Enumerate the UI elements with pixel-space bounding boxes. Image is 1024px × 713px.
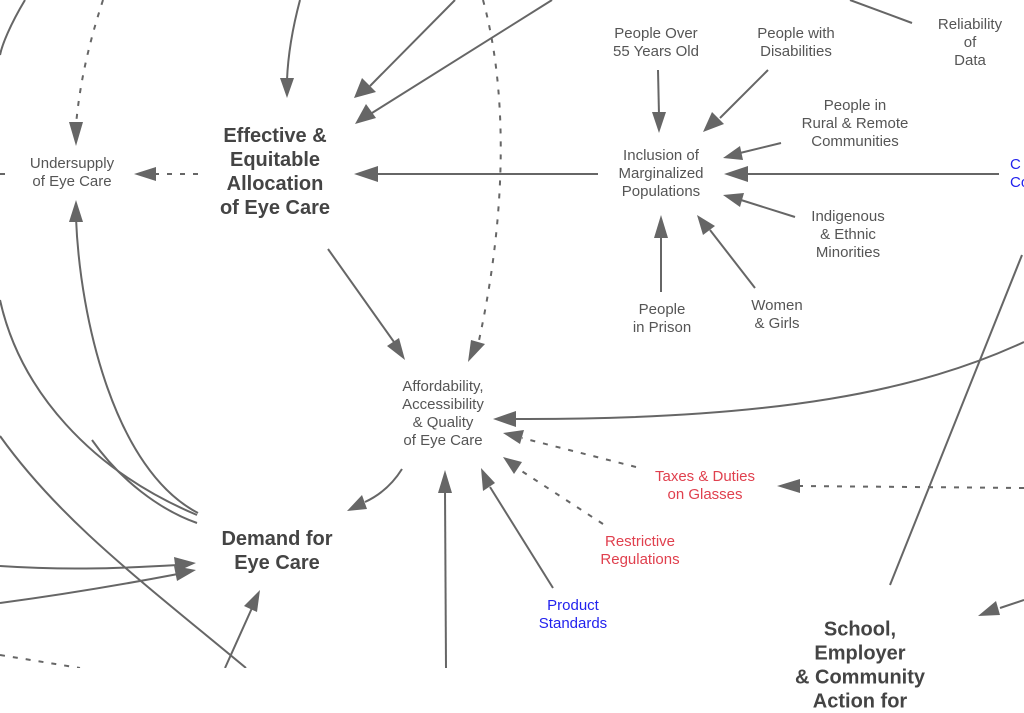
node-offscreen-blue: C Co xyxy=(1010,156,1024,191)
arrowhead xyxy=(652,112,666,133)
edge-regulations-to-affordability xyxy=(519,469,604,525)
node-people-prison: People in Prison xyxy=(632,301,692,336)
node-rural-remote: People in Rural & Remote Communities xyxy=(801,97,909,150)
arrowhead xyxy=(280,78,294,98)
arrowhead xyxy=(347,495,367,511)
arrowhead xyxy=(703,112,724,132)
arrowhead xyxy=(723,193,744,207)
edge-demand-to-undersupply xyxy=(75,217,199,514)
edge-left-curve-2 xyxy=(0,435,247,668)
edge-affordability-to-demand xyxy=(364,468,403,503)
edge-top-to-effective xyxy=(286,0,301,81)
edge-left-curve-3 xyxy=(91,439,198,524)
edge-top-to-effective-3 xyxy=(371,0,553,114)
edge-bottom-to-demand xyxy=(224,607,253,668)
edge-topleft-curve xyxy=(0,0,26,56)
arrowhead xyxy=(354,166,378,182)
diagram-canvas xyxy=(0,0,1024,668)
edge-reliability-top xyxy=(849,0,913,24)
edge-standards-to-affordability xyxy=(489,486,554,589)
node-restrictive-regulations: Restrictive Regulations xyxy=(600,533,680,568)
edge-taxes-to-affordability xyxy=(521,437,637,468)
arrowhead xyxy=(777,479,800,493)
arrowhead xyxy=(503,430,524,444)
edge-bottomleft-dashed xyxy=(0,654,81,668)
edge-top-dashed-to-undersupply xyxy=(75,0,104,126)
arrowhead xyxy=(978,601,1000,616)
node-taxes-duties: Taxes & Duties on Glasses xyxy=(654,468,756,503)
arrowhead xyxy=(354,78,376,98)
node-reliability-data: Reliability of Data xyxy=(937,16,1003,69)
node-people-disabilities: People with Disabilities xyxy=(757,25,835,60)
arrowhead xyxy=(69,122,83,146)
edge-right-to-school xyxy=(999,599,1024,609)
edge-top-to-effective-2 xyxy=(369,0,456,87)
edge-disabilities-to-inclusion xyxy=(719,69,769,119)
edge-right-curve-to-affordability xyxy=(514,341,1024,421)
node-indigenous: Indigenous & Ethnic Minorities xyxy=(811,208,885,261)
node-product-standards: Product Standards xyxy=(538,597,608,632)
arrowhead xyxy=(724,166,748,182)
edge-effective-to-affordability xyxy=(327,248,395,343)
arrowhead xyxy=(134,167,156,181)
arrowhead xyxy=(244,590,260,612)
arrowhead xyxy=(493,411,516,427)
edge-bottom-to-affordability xyxy=(444,489,447,668)
arrowhead xyxy=(697,215,715,235)
node-inclusion: Inclusion of Marginalized Populations xyxy=(618,147,704,200)
arrowhead xyxy=(468,340,485,362)
edge-indigenous-to-inclusion xyxy=(740,199,796,218)
node-demand: Demand for Eye Care xyxy=(221,528,333,574)
arrowhead xyxy=(654,215,668,238)
arrowhead xyxy=(503,457,522,474)
node-undersupply: Undersupply of Eye Care xyxy=(29,155,115,190)
node-school-employer: School, Employer & Community Action for xyxy=(795,618,925,713)
edge-left-curve-1 xyxy=(0,299,198,516)
node-women-girls: Women & Girls xyxy=(751,297,803,332)
edge-rural-to-inclusion xyxy=(739,142,782,154)
node-effective-allocation: Effective & Equitable Allocation of Eye … xyxy=(219,125,331,219)
edge-women-to-inclusion xyxy=(709,229,756,289)
edge-school-to-top xyxy=(889,254,1023,586)
arrowhead xyxy=(438,470,452,493)
arrowhead xyxy=(174,566,196,581)
edge-dashed-to-affordability xyxy=(477,0,502,346)
edge-left-to-demand-1 xyxy=(0,564,179,570)
arrowhead xyxy=(481,468,495,491)
edge-right-to-taxes xyxy=(799,485,1024,489)
arrowhead xyxy=(355,104,376,124)
node-people-over-55: People Over 55 Years Old xyxy=(613,25,699,60)
edge-left-to-demand-2 xyxy=(0,573,179,604)
arrowhead xyxy=(723,146,743,160)
node-affordability: Affordability, Accessibility & Quality o… xyxy=(402,378,484,449)
arrowhead xyxy=(69,200,83,222)
arrowhead xyxy=(387,338,405,360)
edge-over55-to-inclusion xyxy=(657,69,660,116)
